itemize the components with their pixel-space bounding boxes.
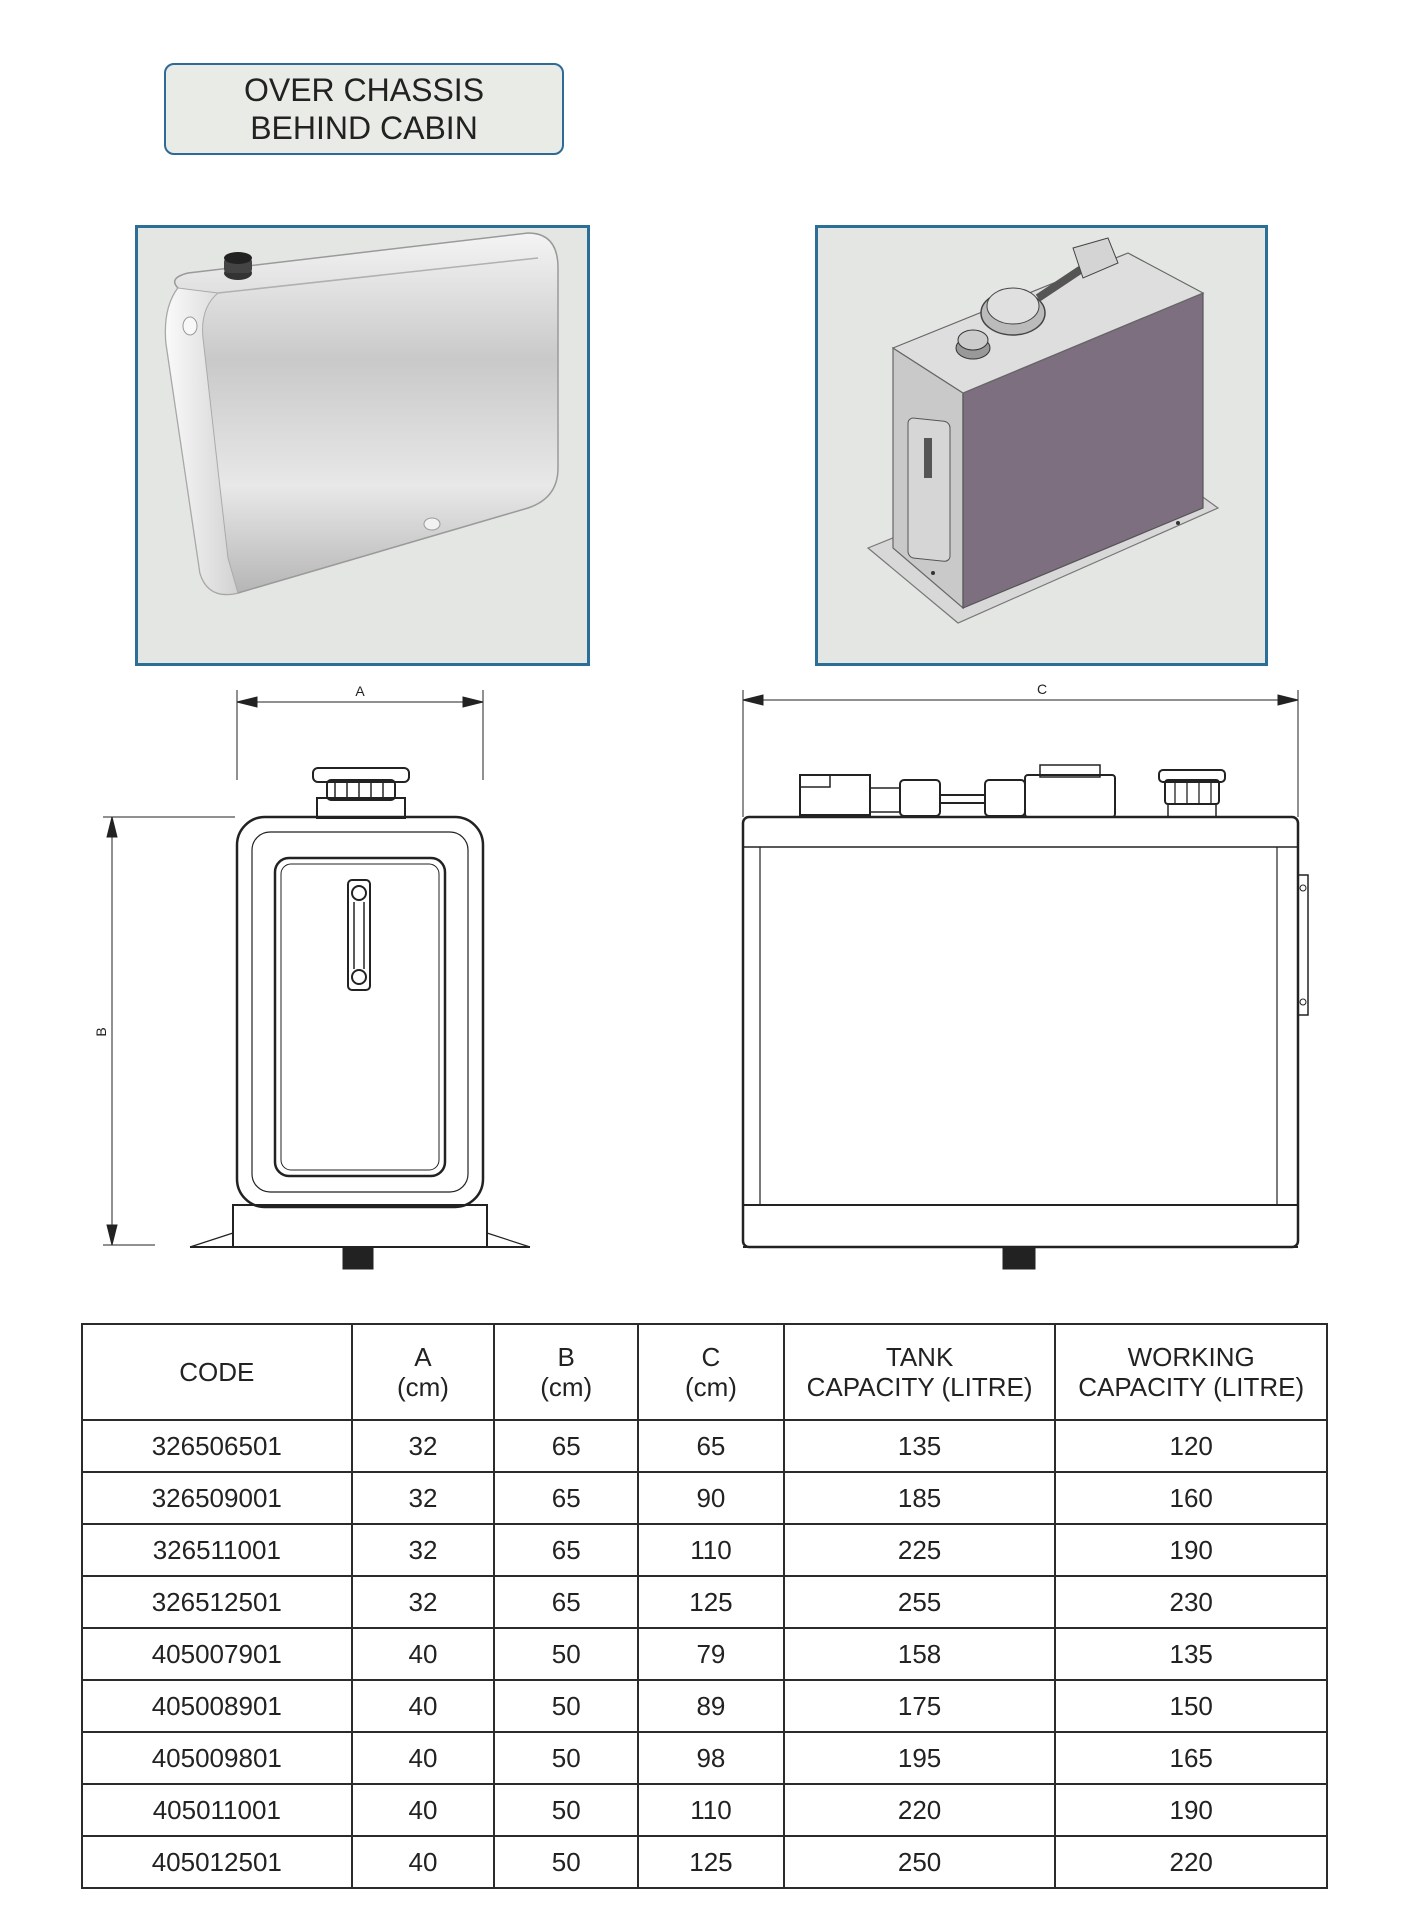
table-cell: 50: [493, 1835, 640, 1889]
table-cell: 65: [493, 1523, 640, 1577]
table-cell: 40: [350, 1627, 496, 1681]
table-cell: 185: [782, 1471, 1057, 1525]
table-cell: 220: [782, 1783, 1057, 1837]
table-cell: 50: [493, 1679, 640, 1733]
table-cell: 120: [1054, 1419, 1328, 1473]
column-header-line1: B: [557, 1342, 575, 1372]
table-cell: 50: [493, 1627, 640, 1681]
table-cell: 225: [782, 1523, 1057, 1577]
table-cell: 230: [1054, 1575, 1328, 1629]
column-header-line1: A: [414, 1342, 432, 1372]
table-cell: 150: [1054, 1679, 1328, 1733]
column-header: CODE: [81, 1323, 353, 1421]
table-cell: 125: [637, 1575, 785, 1629]
table-cell: 110: [637, 1783, 785, 1837]
side-view-drawing: C: [741, 681, 1309, 1270]
column-header-line1: C: [701, 1342, 721, 1372]
table-cell: 110: [637, 1523, 785, 1577]
column-header: B(cm): [493, 1323, 640, 1421]
front-view-drawing: A B: [95, 683, 531, 1270]
tank-photo-rounded: [135, 225, 590, 666]
table-cell: 65: [493, 1471, 640, 1525]
table-cell: 40: [350, 1835, 496, 1889]
table-cell: 40: [350, 1679, 496, 1733]
table-cell: 190: [1054, 1783, 1328, 1837]
table-cell: 250: [782, 1835, 1057, 1889]
table-cell: 175: [782, 1679, 1057, 1733]
table-cell: 125: [637, 1835, 785, 1889]
table-cell: 65: [637, 1419, 785, 1473]
column-header-line2: CAPACITY (LITRE): [806, 1372, 1033, 1402]
table-cell: 326509001: [81, 1471, 353, 1525]
table-cell: 32: [350, 1471, 496, 1525]
column-header-line2: (cm): [540, 1372, 593, 1402]
column-header-line1: CODE: [179, 1357, 255, 1387]
table-cell: 89: [637, 1679, 785, 1733]
table-cell: 165: [1054, 1731, 1328, 1785]
table-cell: 405011001: [81, 1783, 353, 1837]
column-header-line1: WORKING: [1127, 1342, 1255, 1372]
table-cell: 65: [493, 1575, 640, 1629]
table-cell: 405012501: [81, 1835, 353, 1889]
table-cell: 158: [782, 1627, 1057, 1681]
table-cell: 32: [350, 1575, 496, 1629]
table-cell: 160: [1054, 1471, 1328, 1525]
table-cell: 405008901: [81, 1679, 353, 1733]
table-cell: 405007901: [81, 1627, 353, 1681]
table-cell: 32: [350, 1523, 496, 1577]
table-cell: 135: [782, 1419, 1057, 1473]
column-header-line2: (cm): [396, 1372, 449, 1402]
table-cell: 98: [637, 1731, 785, 1785]
dimension-label-c: C: [1037, 681, 1047, 697]
table-cell: 405009801: [81, 1731, 353, 1785]
table-cell: 190: [1054, 1523, 1328, 1577]
table-cell: 220: [1054, 1835, 1328, 1889]
table-cell: 79: [637, 1627, 785, 1681]
table-cell: 90: [637, 1471, 785, 1525]
table-cell: 326512501: [81, 1575, 353, 1629]
tank-photo-hydraulic: [815, 225, 1268, 666]
table-cell: 65: [493, 1419, 640, 1473]
table-cell: 326506501: [81, 1419, 353, 1473]
column-header-line2: CAPACITY (LITRE): [1078, 1372, 1305, 1402]
column-header: C(cm): [637, 1323, 785, 1421]
title-line-1: OVER CHASSIS: [243, 72, 485, 108]
table-cell: 135: [1054, 1627, 1328, 1681]
table-cell: 255: [782, 1575, 1057, 1629]
title-box: OVER CHASSIS BEHIND CABIN: [164, 63, 564, 155]
title-line-2: BEHIND CABIN: [250, 110, 478, 146]
dimension-label-a: A: [355, 683, 365, 699]
table-cell: 50: [493, 1731, 640, 1785]
table-cell: 32: [350, 1419, 496, 1473]
column-header-line1: TANK: [885, 1342, 954, 1372]
table-cell: 326511001: [81, 1523, 353, 1577]
dimension-label-b: B: [95, 1027, 109, 1036]
table-cell: 195: [782, 1731, 1057, 1785]
column-header: A(cm): [350, 1323, 496, 1421]
table-cell: 40: [350, 1783, 496, 1837]
table-cell: 40: [350, 1731, 496, 1785]
column-header-line2: (cm): [684, 1372, 737, 1402]
table-cell: 50: [493, 1783, 640, 1837]
